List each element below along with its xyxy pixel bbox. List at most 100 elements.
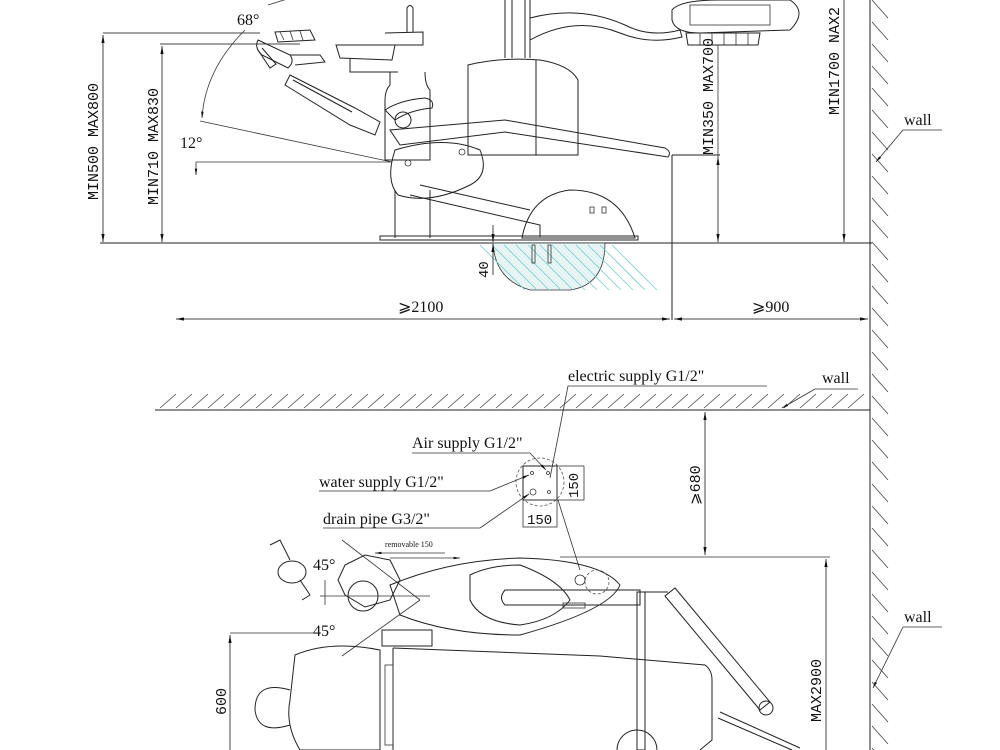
hatch-line <box>831 393 849 409</box>
hatch-line <box>871 725 889 745</box>
hatch-line <box>735 393 753 409</box>
hatch-line <box>479 393 497 409</box>
box-width-label: 150 <box>527 513 552 529</box>
hatch-line <box>871 637 889 657</box>
hatch-line <box>871 615 889 635</box>
wall-label-side: wall <box>904 112 932 129</box>
rear-clearance-label: ⩾900 <box>752 299 789 316</box>
hatch-line <box>527 393 545 409</box>
hatch-line <box>815 393 833 409</box>
hatch-line <box>527 244 574 291</box>
hatch-line <box>175 393 193 409</box>
upper-swing-angle: 45° <box>313 557 335 574</box>
hatch-line <box>671 393 689 409</box>
hatch-line <box>463 393 481 409</box>
hatch-line <box>703 393 721 409</box>
hatch-line <box>871 351 889 371</box>
hatch-line <box>223 393 241 409</box>
top-view: electric supply G1/2" wall ⩾680 150 150 … <box>155 368 942 750</box>
hatch-line <box>559 393 577 409</box>
hatch-line <box>871 65 889 85</box>
backrest-max-angle: 68° <box>237 12 259 29</box>
hatch-line <box>271 393 289 409</box>
hatch-line <box>719 393 737 409</box>
lower-swing-angle: 45° <box>313 623 335 640</box>
dental-chair-side <box>256 0 800 241</box>
hatch-line <box>515 244 562 291</box>
hatch-line <box>871 373 889 393</box>
hatch-line <box>871 395 889 415</box>
hatch-line <box>255 393 273 409</box>
total-height-label: MIN1700 NAX2 <box>827 7 844 115</box>
hatch-line <box>655 393 673 409</box>
hatch-line <box>871 109 889 129</box>
pit-depth-label: 40 <box>477 261 493 278</box>
hatch-line <box>335 393 353 409</box>
hatch-line <box>563 244 610 291</box>
hatch-line <box>611 244 658 291</box>
hatch-line <box>871 219 889 239</box>
hatch-line <box>491 244 538 291</box>
hatch-line <box>399 393 417 409</box>
hatch-line <box>599 244 646 291</box>
hatch-line <box>319 393 337 409</box>
hatch-line <box>871 307 889 327</box>
hatch-line <box>871 593 889 613</box>
hatch-line <box>543 393 561 409</box>
hatch-line <box>767 393 785 409</box>
hatch-line <box>871 527 889 547</box>
wall-distance-label: ⩾680 <box>688 465 705 505</box>
hatch-line <box>871 131 889 151</box>
dental-chair-top <box>254 539 801 750</box>
supply-box: 150 150 <box>515 457 585 529</box>
box-height-label: 150 <box>567 473 583 498</box>
hatch-line <box>639 393 657 409</box>
hatch-line <box>415 393 433 409</box>
hatch-line <box>871 197 889 217</box>
hatch-line <box>871 87 889 107</box>
hatch-line <box>575 393 593 409</box>
hatch-line <box>431 393 449 409</box>
hatch-line <box>539 244 586 291</box>
floor-pit <box>479 242 658 291</box>
hatch-line <box>871 703 889 723</box>
side-view: MIN500 MAX800 MIN710 MAX830 68° 12° <box>86 0 942 750</box>
hatch-line <box>871 549 889 569</box>
hatch-line <box>871 0 889 19</box>
hatch-line <box>871 43 889 63</box>
hatch-line <box>503 244 550 291</box>
hatch-line <box>303 393 321 409</box>
hatch-line <box>871 175 889 195</box>
hatch-line <box>495 393 513 409</box>
hatch-line <box>847 393 865 409</box>
hatch-line <box>191 393 209 409</box>
hatch-line <box>871 571 889 591</box>
hatch-line <box>351 393 369 409</box>
hatch-line <box>239 393 257 409</box>
hatch-line <box>687 393 705 409</box>
hatch-line <box>511 393 529 409</box>
hatch-line <box>871 417 889 437</box>
hatch-line <box>871 263 889 283</box>
hatch-line <box>751 393 769 409</box>
hatch-line <box>607 393 625 409</box>
hatch-line <box>871 241 889 261</box>
hatch-line <box>479 244 526 291</box>
length-dimension-label: MAX2900 <box>809 659 826 722</box>
hatch-line <box>871 285 889 305</box>
backrest-min-angle: 12° <box>180 135 202 152</box>
light-height-label: MIN350 MAX700 <box>701 38 718 155</box>
hatch-line <box>551 244 598 291</box>
backrest-angle-arc <box>201 29 246 119</box>
removable-note: removable 150 <box>385 540 433 549</box>
front-clearance-label: ⩾2100 <box>398 299 443 316</box>
seat-height-label: MIN710 MAX830 <box>146 88 163 205</box>
hatch-line <box>871 505 889 525</box>
hatch-line <box>287 393 305 409</box>
hatch-line <box>871 659 889 679</box>
hatch-line <box>871 329 889 349</box>
hatch-line <box>799 393 817 409</box>
hatch-line <box>575 244 622 291</box>
